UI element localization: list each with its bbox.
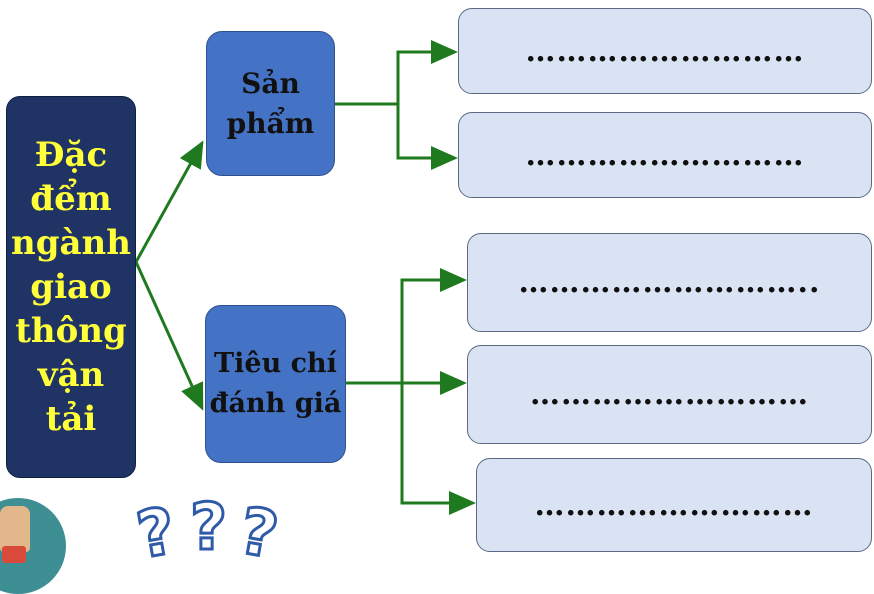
branch-san-pham-box: Sản phẩm xyxy=(206,31,335,176)
connector-arrows xyxy=(134,40,476,515)
arrow-root-to-san-pham xyxy=(134,140,204,263)
leaf-box-1: ……………………… xyxy=(458,8,872,94)
arrow-san-pham-to-leaf-2 xyxy=(396,104,458,170)
decorative-figure-base xyxy=(2,546,26,563)
decorative-figure xyxy=(0,506,30,552)
leaf-5-placeholder: ……………………… xyxy=(534,487,814,523)
question-mark-icon-2: ? xyxy=(188,491,228,565)
leaf-4-placeholder: ……………………… xyxy=(530,377,809,412)
branch-tieu-chi-label: Tiêu chí đánh giá xyxy=(209,348,342,419)
leaf-box-4: ……………………… xyxy=(467,345,872,444)
arrow-san-pham-to-leaf-1 xyxy=(335,40,458,106)
branch-tieu-chi-box: Tiêu chí đánh giá xyxy=(205,305,346,463)
leaf-box-3: ……………………….. xyxy=(467,233,872,332)
root-topic-label: Đặc đểm ngành giao thông vận tải xyxy=(11,135,131,439)
leaf-3-placeholder: ……………………….. xyxy=(518,265,821,300)
arrow-tieu-chi-to-leaf-3 xyxy=(346,268,467,385)
root-topic-box: Đặc đểm ngành giao thông vận tải xyxy=(6,96,136,478)
leaf-1-placeholder: ……………………… xyxy=(525,33,805,69)
arrow-tieu-chi-to-leaf-5 xyxy=(400,383,476,515)
leaf-box-5: ……………………… xyxy=(476,458,872,552)
arrow-root-to-tieu-chi xyxy=(134,261,204,411)
leaf-2-placeholder: ……………………… xyxy=(525,137,805,173)
branch-san-pham-label: Sản phẩm xyxy=(226,66,315,140)
leaf-box-2: ……………………… xyxy=(458,112,872,198)
